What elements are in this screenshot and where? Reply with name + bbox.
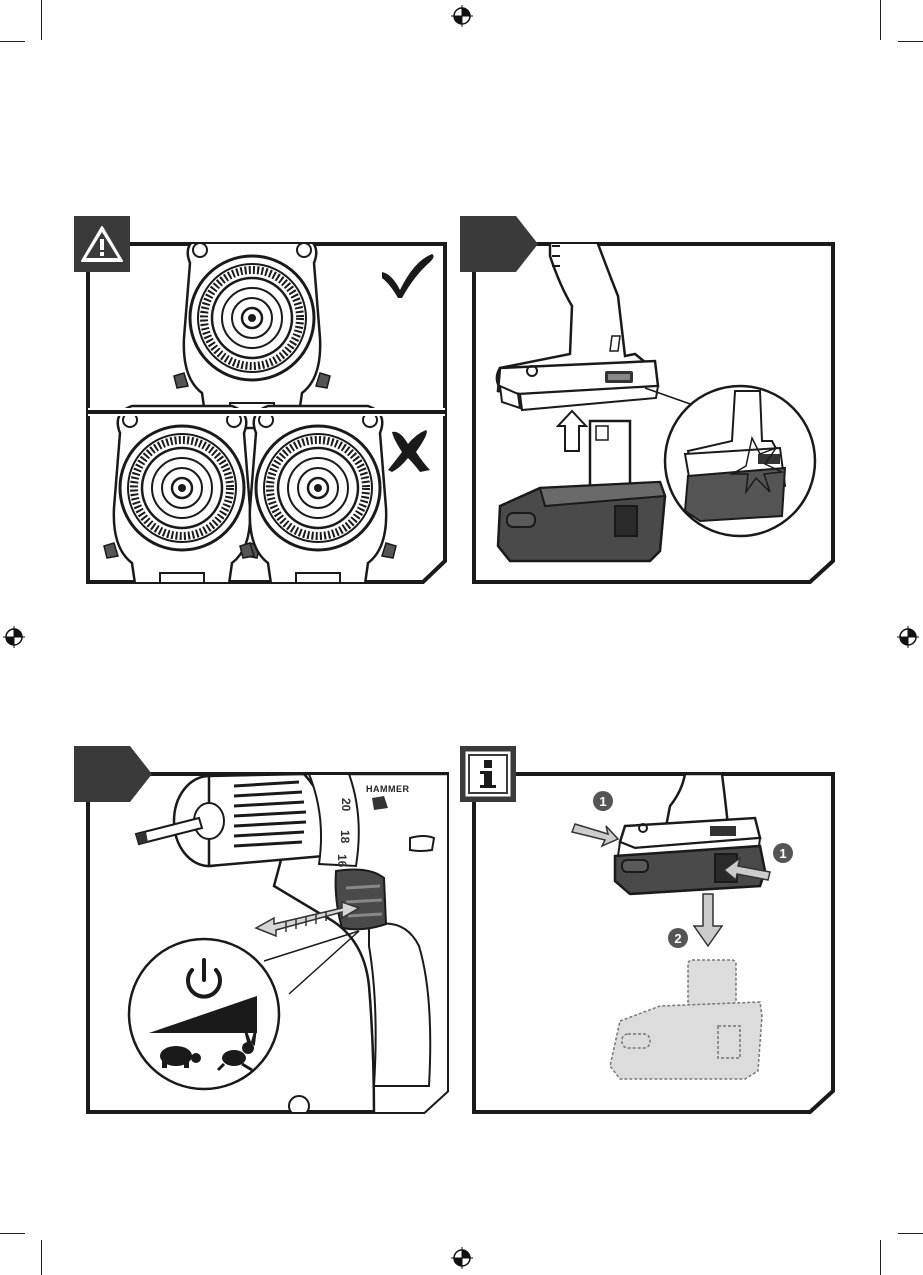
crop-mark-bottom-right-v: [880, 1240, 881, 1275]
panel-battery-insert: [460, 216, 840, 586]
torque-scale-label: 20: [339, 798, 353, 812]
registration-mark-left: [3, 626, 25, 648]
crop-mark-top-right-v: [880, 0, 881, 40]
step-number-label: 1: [779, 846, 786, 861]
crop-mark-bottom-left-v: [41, 1240, 42, 1275]
crop-mark-bottom-right-h: [898, 1233, 923, 1234]
crop-mark-top-left-v: [41, 0, 42, 40]
registration-mark-top: [451, 5, 473, 27]
step-number-label: 1: [599, 794, 606, 809]
step-number-label: 2: [674, 931, 681, 946]
crop-mark-bottom-left-h: [0, 1233, 25, 1234]
info-icon: [469, 755, 507, 793]
panel-battery-remove: 1 1 2: [460, 746, 840, 1116]
panel-chuck-alignment: [74, 216, 454, 586]
registration-mark-right: [897, 626, 919, 648]
crop-mark-top-right-h: [898, 41, 923, 42]
drill-brand-text: HAMMER: [366, 784, 410, 794]
registration-mark-bottom: [451, 1247, 473, 1269]
crop-mark-top-left-h: [0, 41, 25, 42]
torque-scale-label: 16: [335, 854, 349, 868]
panel-speed-trigger: 20 18 16 HAMMER: [74, 746, 454, 1116]
torque-scale-label: 18: [338, 830, 352, 844]
